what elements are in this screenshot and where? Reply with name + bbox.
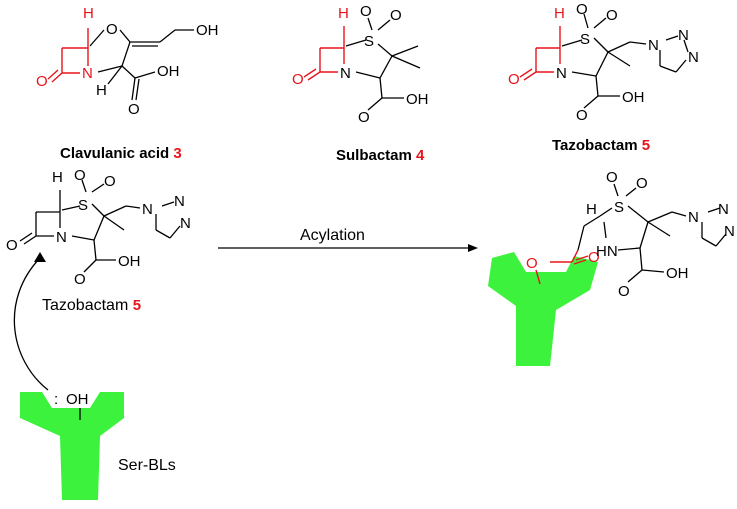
atom-o: O <box>128 101 140 118</box>
attack-arrow <box>13 257 49 391</box>
arrow-label-acylation: Acylation <box>300 227 365 244</box>
atom-oh: OH <box>622 89 645 106</box>
atom-n: N <box>556 65 567 82</box>
atom-n: N <box>142 201 153 218</box>
atom-n: N <box>180 215 191 232</box>
atom-o: O <box>588 249 600 266</box>
atom-o: O <box>636 175 648 192</box>
atom-n: N <box>688 49 699 66</box>
atom-n: N <box>340 65 351 82</box>
atom-oh: OH <box>118 253 141 270</box>
atom-o: O <box>292 71 304 88</box>
atom-h: H <box>586 201 597 218</box>
atom-oh: OH <box>406 91 429 108</box>
atom-o: O <box>106 21 118 38</box>
enzyme-label: Ser-BLs <box>118 457 176 474</box>
atom-o: O <box>508 71 520 88</box>
atom-n: N <box>688 209 699 226</box>
atom-n: N <box>82 65 93 82</box>
acyl-enzyme-structure: O O H S O O HN O OH N N N <box>526 169 735 300</box>
clavulanic-acid-structure: H O N O OH OH O H <box>36 5 219 118</box>
atom-s: S <box>614 199 624 216</box>
atom-o: O <box>526 255 538 272</box>
atom-n: N <box>678 27 689 44</box>
reaction-arrowhead <box>468 244 478 252</box>
atom-oh: OH <box>666 265 689 282</box>
compound-label-sulbactam: Sulbactam 4 <box>336 147 425 164</box>
atom-o: O <box>6 237 18 254</box>
atom-n: N <box>174 193 185 210</box>
atom-o: O <box>358 109 370 126</box>
atom-o: O <box>390 7 402 24</box>
atom-oh: OH <box>66 391 89 408</box>
attack-arrowhead <box>34 252 46 262</box>
atom-o: O <box>104 173 116 190</box>
atom-colon: : <box>54 391 58 408</box>
atom-s: S <box>78 197 88 214</box>
atom-oh: OH <box>196 22 219 39</box>
tazobactam-structure: H S O O N O O OH N N N <box>508 1 699 124</box>
atom-o: O <box>74 167 86 184</box>
compound-label-tazobactam: Tazobactam 5 <box>552 137 650 154</box>
sulbactam-structure: H S O O N O O OH <box>292 3 429 126</box>
compound-label-clavulanic: Clavulanic acid 3 <box>60 145 182 162</box>
atom-n: N <box>718 201 729 218</box>
atom-h: H <box>52 169 63 186</box>
atom-o: O <box>606 7 618 24</box>
atom-s: S <box>364 33 374 50</box>
atom-s: S <box>580 31 590 48</box>
enzyme-shape <box>20 392 124 500</box>
tazobactam-scheme-structure: H S O O N O O OH N N N <box>6 167 191 288</box>
atom-n: N <box>648 37 659 54</box>
atom-h: H <box>338 5 349 22</box>
atom-h: H <box>96 82 107 99</box>
atom-o: O <box>576 107 588 124</box>
atom-hn: HN <box>596 243 618 260</box>
atom-o: O <box>606 169 618 186</box>
atom-o: O <box>36 73 48 90</box>
atom-o: O <box>618 283 630 300</box>
atom-oh: OH <box>157 63 180 80</box>
atom-o: O <box>360 3 372 20</box>
atom-o: O <box>576 1 588 18</box>
enzyme-product-shape <box>488 252 598 366</box>
atom-h: H <box>83 5 94 22</box>
atom-h: H <box>554 5 565 22</box>
atom-n: N <box>56 229 67 246</box>
atom-o: O <box>74 271 86 288</box>
tazobactam-scheme-label: Tazobactam 5 <box>42 297 141 314</box>
atom-n: N <box>724 223 735 240</box>
